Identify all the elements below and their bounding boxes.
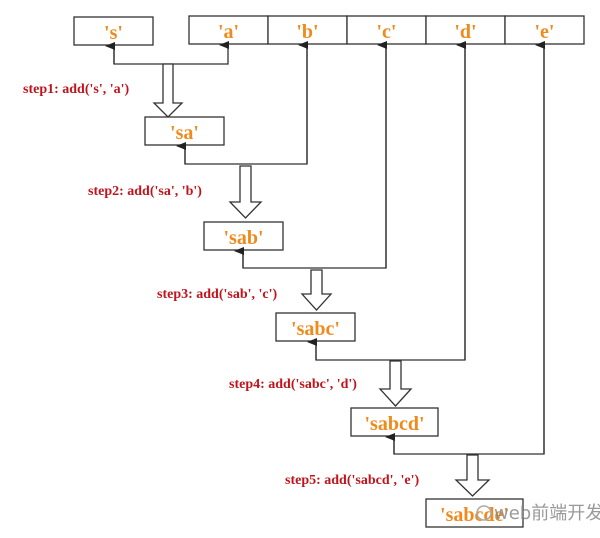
- down-arrow-icon: [378, 360, 413, 407]
- step3-connector: [234, 41, 387, 311]
- down-arrow-icon: [228, 165, 263, 219]
- step1-connector: [105, 41, 229, 118]
- result-box: 'sabcd': [350, 407, 439, 437]
- array-cell-label: 'b': [296, 21, 318, 43]
- result-label: 'sabcde': [440, 504, 509, 526]
- initial-value-label: 's': [104, 22, 123, 44]
- result-box: 'sa': [144, 116, 225, 146]
- step4-connector: [307, 41, 466, 407]
- array-cell-label: 'c': [377, 21, 397, 43]
- step-label: step1: add('s', 'a'): [23, 82, 130, 97]
- result-box: 'sabc': [275, 312, 356, 342]
- initial-value-box: 's': [73, 16, 154, 46]
- array-cell-label: 'a': [218, 21, 239, 43]
- step-label: step2: add('sa', 'b'): [88, 184, 202, 199]
- step2-connector: [176, 41, 308, 219]
- watermark-text: web前端开发: [494, 503, 600, 524]
- result-box: 'sab': [203, 221, 284, 251]
- array-cell: [504, 15, 585, 45]
- array-cell: [188, 15, 269, 45]
- watermark: web前端开发: [476, 503, 600, 524]
- watermark-logo-icon: [476, 505, 492, 521]
- array-cell-label: 'e': [535, 21, 555, 43]
- down-arrow-icon: [300, 269, 333, 311]
- step-label: step4: add('sabc', 'd'): [229, 377, 357, 392]
- result-label: 'sa': [170, 122, 199, 144]
- result-box: 'sabcde': [425, 498, 524, 528]
- array-boxes: 'a' 'b' 'c' 'd' 'e': [188, 15, 585, 45]
- result-label: 'sab': [223, 227, 263, 249]
- step-label: step3: add('sab', 'c'): [157, 287, 278, 302]
- result-label: 'sabcd': [364, 413, 424, 435]
- array-cell-label: 'd': [454, 21, 476, 43]
- down-arrow-icon: [454, 454, 491, 497]
- down-arrow-icon: [152, 63, 184, 118]
- result-label: 'sabc': [291, 318, 340, 340]
- step5-connector: [385, 41, 545, 497]
- step-label: step5: add('sabcd', 'e'): [285, 473, 420, 488]
